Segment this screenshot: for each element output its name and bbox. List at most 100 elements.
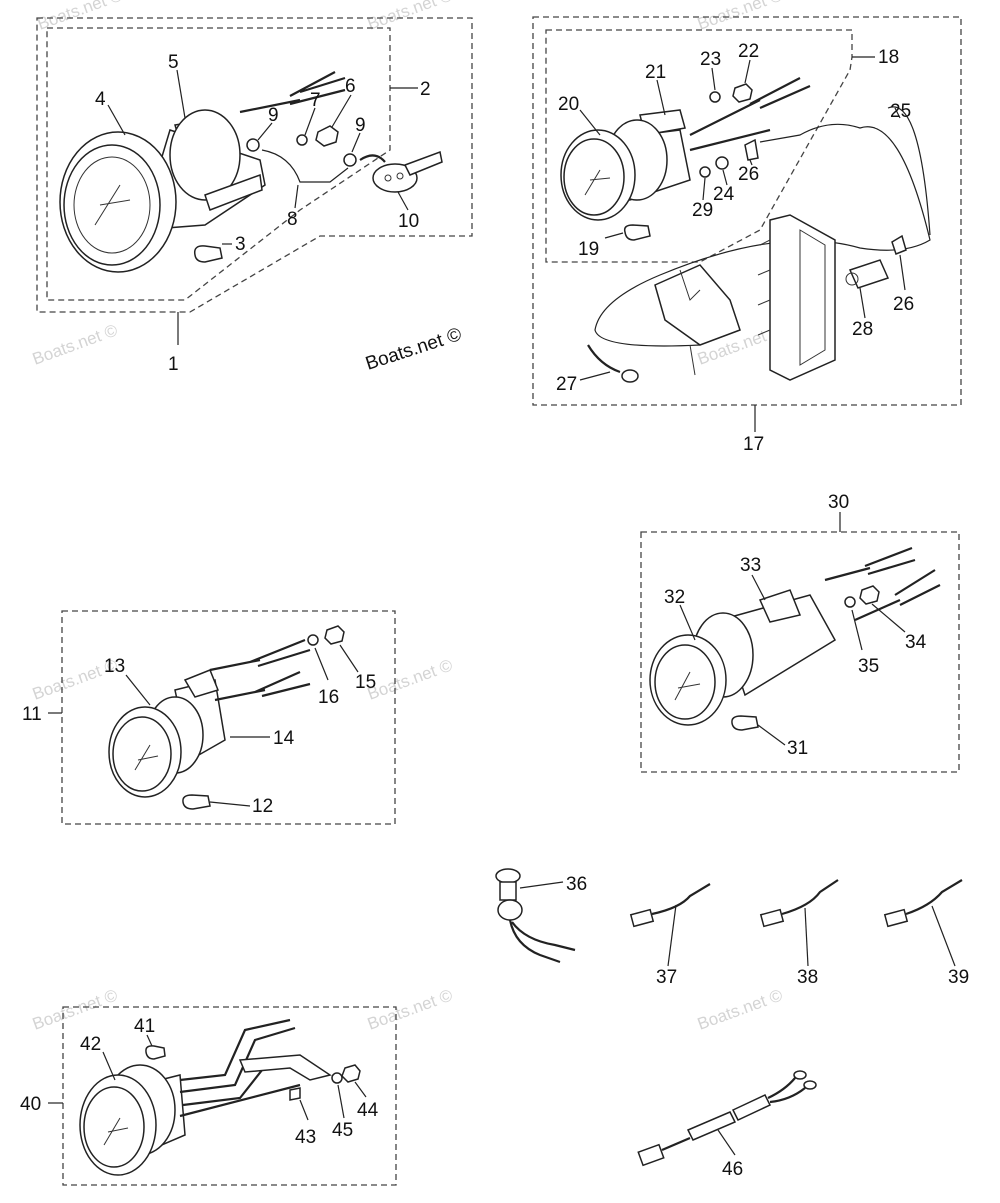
leader-36 <box>519 881 564 889</box>
washer-7 <box>296 134 308 146</box>
callout-2: 2 <box>420 79 431 100</box>
leader-38 <box>804 907 809 967</box>
watermark: Boats.net © <box>30 320 121 368</box>
bulb-31 <box>731 715 759 731</box>
callout-11: 11 <box>22 704 42 725</box>
callout-40: 40 <box>20 1094 41 1115</box>
callout-25: 25 <box>890 101 911 122</box>
leader-34 <box>871 603 906 633</box>
leader-12 <box>209 801 251 807</box>
callout-6: 6 <box>345 76 356 97</box>
group-box-2 <box>46 27 391 301</box>
leader-7 <box>304 107 316 136</box>
clip-9b <box>343 153 357 167</box>
assembly-17: 17 18 19 20 21 22 23 24 25 26 26 27 28 2… <box>532 16 962 455</box>
leader-21 <box>656 79 666 116</box>
leader-35 <box>851 609 863 651</box>
callout-32: 32 <box>664 587 685 608</box>
gauge-32 <box>649 589 837 726</box>
leader-5 <box>176 69 186 119</box>
callout-29: 29 <box>692 200 713 221</box>
engine-block <box>654 214 836 381</box>
wire-8 <box>261 149 349 183</box>
callout-35: 35 <box>858 656 879 677</box>
harness-parts: 36 37 38 39 <box>495 868 969 988</box>
leader-43 <box>299 1099 309 1121</box>
watermark: Boats.net © <box>365 0 456 34</box>
group-box-1 <box>36 17 473 313</box>
leader-19 <box>604 232 624 239</box>
nut-15 <box>324 625 345 645</box>
leader-39 <box>931 905 956 967</box>
leader-42 <box>102 1051 116 1081</box>
cable-end <box>887 106 931 236</box>
leader-37 <box>667 904 677 967</box>
harness-39 <box>883 879 963 928</box>
washer-23 <box>709 91 721 103</box>
callout-15: 15 <box>355 672 376 693</box>
callout-36: 36 <box>566 874 587 895</box>
callout-12: 12 <box>252 796 273 817</box>
nut-6 <box>315 125 339 147</box>
bulb-3 <box>193 245 223 263</box>
callout-30: 30 <box>828 492 849 513</box>
watermark: Boats.net © <box>35 0 126 34</box>
callout-26a: 26 <box>738 164 759 185</box>
callout-45: 45 <box>332 1120 353 1141</box>
wire-leads-11 <box>209 638 311 702</box>
callout-31: 31 <box>787 738 808 759</box>
harness-46: 46 <box>637 1070 817 1180</box>
gauge-4 <box>59 109 266 273</box>
group-box-30 <box>640 531 960 773</box>
washer-45 <box>331 1072 343 1084</box>
callout-23: 23 <box>700 49 721 70</box>
callout-38: 38 <box>797 967 818 988</box>
callout-13: 13 <box>104 656 125 677</box>
switch-36 <box>495 868 576 964</box>
callout-8: 8 <box>287 209 298 230</box>
bulb-41 <box>145 1045 166 1060</box>
leader-13 <box>125 674 151 706</box>
group-box-40 <box>62 1006 397 1186</box>
leader-29 <box>702 177 706 201</box>
watermark: Boats.net © <box>365 655 456 703</box>
watermark: Boats.net © <box>30 985 121 1033</box>
assembly-1: 1 2 3 4 5 6 7 8 9 9 10 <box>36 17 473 375</box>
plug-10 <box>359 150 443 193</box>
bulb-19 <box>623 224 651 241</box>
leader-22 <box>744 59 751 84</box>
callout-22: 22 <box>738 41 759 62</box>
nut-22 <box>732 83 753 103</box>
callout-20: 20 <box>558 94 579 115</box>
group-box-18 <box>545 29 853 263</box>
gauge-20 <box>560 109 691 221</box>
watermark: Boats.net © <box>365 985 456 1033</box>
leader-16 <box>314 647 329 681</box>
washer-35 <box>844 596 856 608</box>
washer-29 <box>699 166 711 178</box>
callout-24: 24 <box>713 184 735 205</box>
clip-26a <box>744 138 759 161</box>
assembly-30: 30 31 32 33 34 35 <box>640 492 960 773</box>
leader-9b <box>351 132 361 153</box>
leader-44 <box>354 1081 367 1098</box>
sender-cable-25 <box>594 123 931 347</box>
gauge-13 <box>108 669 226 798</box>
leader-26b <box>899 254 906 291</box>
leader-31 <box>757 724 786 746</box>
callout-9b: 9 <box>355 115 366 136</box>
clip-9a <box>246 138 260 152</box>
leader-4 <box>107 104 126 136</box>
nut-44 <box>341 1064 361 1083</box>
leader-6 <box>331 94 352 128</box>
callout-21: 21 <box>645 62 666 83</box>
leader-32 <box>679 604 696 641</box>
bracket-43 <box>238 1054 332 1101</box>
group-box-17 <box>532 16 962 406</box>
gauge-42 <box>79 1064 186 1176</box>
callout-28: 28 <box>852 319 873 340</box>
lead-27 <box>587 344 639 383</box>
leader-23 <box>711 67 716 91</box>
leader-26a <box>749 159 753 166</box>
callout-10: 10 <box>398 211 419 232</box>
